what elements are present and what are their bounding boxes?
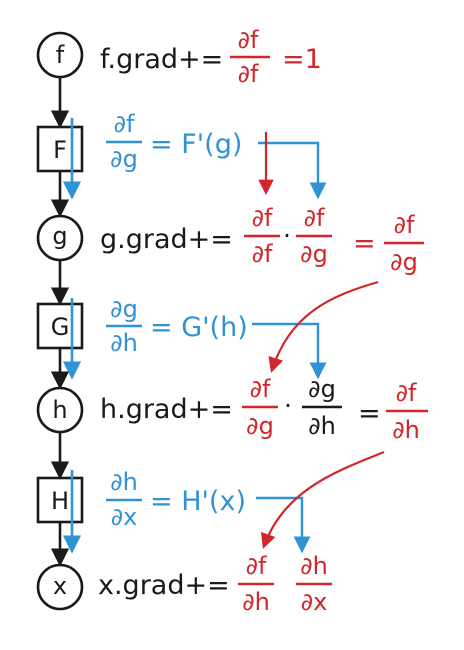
chain	[36, 31, 84, 611]
F-derivative: = F'(g)	[150, 129, 242, 160]
row-f: f.grad+= ∂f ∂f =1	[100, 26, 322, 88]
h-f1-num: ∂f	[250, 375, 271, 403]
g-result-den: ∂g	[390, 248, 418, 276]
blue-connector-G	[252, 322, 327, 380]
f-grad-label: f.grad+=	[100, 44, 223, 75]
row-x: x.grad+= ∂f ∂h ∂h ∂x	[98, 552, 332, 616]
f-grad-tail: =1	[282, 44, 322, 75]
h-result-den: ∂h	[392, 416, 420, 444]
h-grad-label: h.grad+=	[100, 394, 233, 425]
node-F-label: F	[53, 136, 67, 164]
h-f1-den: ∂g	[246, 412, 274, 440]
g-grad-label: g.grad+=	[100, 224, 233, 255]
row-G: ∂g ∂h = G'(h)	[106, 295, 248, 357]
row-H: ∂h ∂x = H'(x)	[106, 468, 246, 531]
h-result-num: ∂f	[396, 379, 417, 407]
x-f1-num: ∂f	[246, 552, 267, 580]
f-frac-den: ∂f	[238, 60, 259, 88]
g-f1-num: ∂f	[252, 204, 273, 232]
red-connector-h	[260, 450, 385, 549]
g-result-num: ∂f	[394, 211, 415, 239]
x-grad-label: x.grad+=	[98, 570, 230, 601]
node-H-label: H	[51, 487, 69, 515]
node-g-label: g	[52, 222, 67, 250]
row-F: ∂f ∂g = F'(g)	[106, 110, 242, 173]
node-h-label: h	[52, 396, 67, 424]
x-f2-den: ∂x	[301, 588, 328, 616]
f-frac-num: ∂f	[238, 26, 259, 54]
node-f-label: f	[56, 41, 65, 69]
F-frac-num: ∂f	[114, 110, 135, 138]
g-f1-den: ∂f	[252, 240, 273, 268]
blue-connector-F	[258, 141, 327, 200]
g-dot: ·	[283, 221, 291, 250]
x-f1-den: ∂h	[242, 588, 270, 616]
node-x-label: x	[53, 572, 67, 600]
row-g: g.grad+= ∂f ∂f · ∂f ∂g = ∂f ∂g	[100, 204, 424, 276]
blue-connector-H	[256, 496, 311, 554]
g-f2-num: ∂f	[304, 204, 325, 232]
G-frac-den: ∂h	[110, 329, 138, 357]
node-G-label: G	[51, 313, 70, 341]
g-eq: =	[353, 228, 376, 259]
h-eq: =	[358, 398, 381, 429]
F-frac-den: ∂g	[110, 145, 138, 173]
x-f2-num: ∂h	[300, 552, 328, 580]
H-frac-den: ∂x	[111, 503, 138, 531]
H-frac-num: ∂h	[110, 468, 138, 496]
red-connector-g	[268, 280, 379, 373]
h-dot: ·	[284, 391, 292, 420]
row-h: h.grad+= ∂f ∂g · ∂g ∂h = ∂f ∂h	[100, 375, 428, 444]
h-f2-den: ∂h	[308, 412, 336, 440]
H-derivative: = H'(x)	[150, 486, 246, 517]
G-frac-num: ∂g	[110, 295, 138, 323]
G-derivative: = G'(h)	[150, 312, 248, 343]
h-f2-num: ∂g	[308, 375, 336, 403]
g-f2-den: ∂g	[300, 240, 328, 268]
